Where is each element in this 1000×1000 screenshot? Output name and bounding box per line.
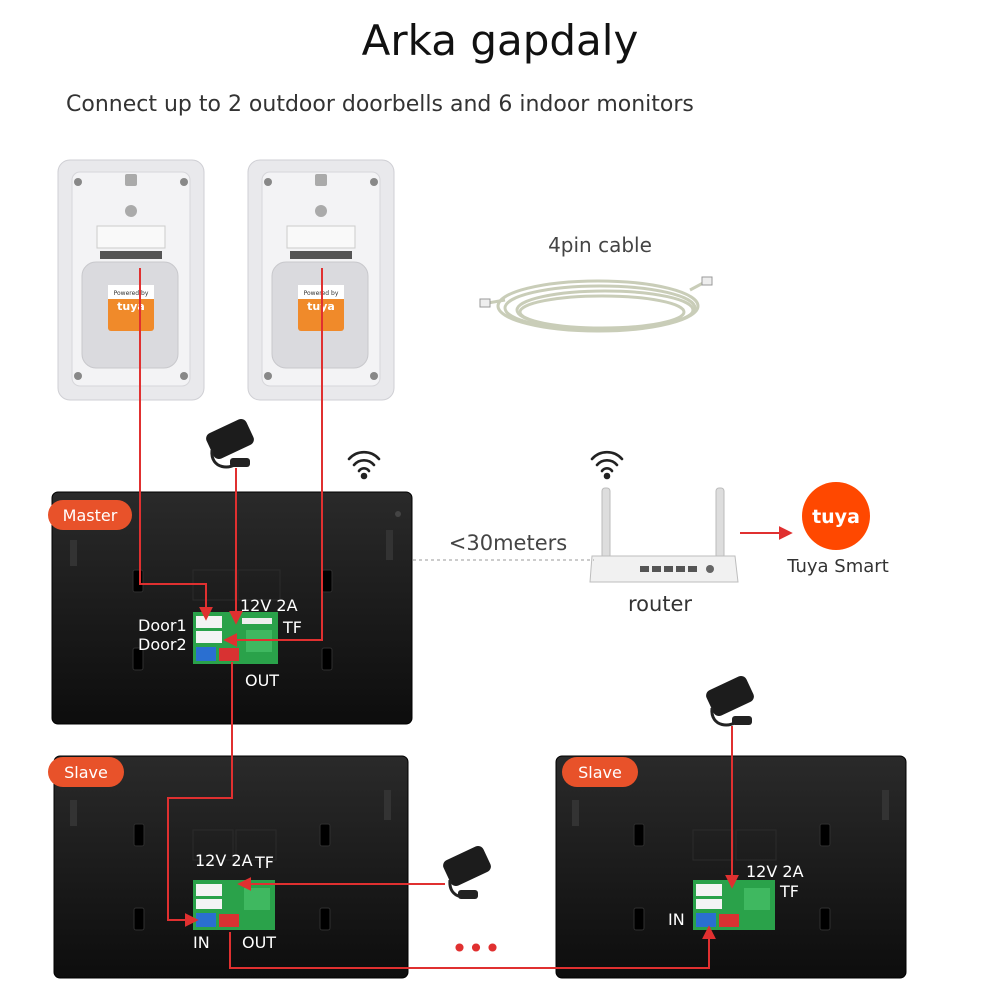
- wiring-lines: [139, 268, 739, 969]
- master-tf-label: TF: [282, 618, 302, 637]
- distance-label: <30meters: [449, 531, 567, 555]
- slave-right-power-label: 12V 2A: [746, 862, 804, 881]
- wifi-icon-master: [347, 450, 381, 480]
- wifi-icon-router: [590, 450, 624, 480]
- slave-left-connector-board: [193, 880, 275, 930]
- tuya-smart-label: Tuya Smart: [786, 556, 889, 577]
- doorbell-1-tuya-logo: tuya: [117, 300, 145, 313]
- router-icon: [589, 487, 739, 583]
- slave-right-in-label: IN: [668, 910, 685, 929]
- master-out-label: OUT: [245, 671, 279, 690]
- slave-right-connector-board: [693, 880, 775, 930]
- power-adapter-slave-right-icon: [706, 675, 754, 727]
- page-title: Arka gapdaly: [361, 16, 639, 65]
- slave-left-out-label: OUT: [242, 933, 276, 952]
- slave-left-power-label: 12V 2A: [195, 851, 253, 870]
- slave-right-badge-label: Slave: [578, 763, 622, 782]
- cable-coil-icon: [479, 276, 713, 333]
- slave-left-in-label: IN: [193, 933, 210, 952]
- master-door1-label: Door1: [138, 616, 187, 635]
- page-subtitle: Connect up to 2 outdoor doorbells and 6 …: [66, 92, 694, 117]
- master-door2-label: Door2: [138, 635, 187, 654]
- slave-right-badge: [562, 757, 638, 787]
- doorbell-1-back-panel: [57, 159, 205, 401]
- slave-left-tf-label: TF: [254, 853, 274, 872]
- slave-left-badge: [48, 757, 124, 787]
- more-monitors-indicator: •••: [451, 932, 501, 965]
- master-badge: [48, 500, 132, 530]
- doorbell-1-powered-by: Powered by: [114, 290, 149, 297]
- tuya-logo-icon: [802, 482, 870, 550]
- master-power-label: 12V 2A: [240, 596, 298, 615]
- slave-right-tf-label: TF: [779, 882, 799, 901]
- master-badge-label: Master: [63, 506, 118, 525]
- power-adapter-master-icon: [206, 418, 254, 469]
- cable-label: 4pin cable: [548, 233, 652, 257]
- slave-left-badge-label: Slave: [64, 763, 108, 782]
- power-adapter-slave-left-icon: [443, 845, 491, 899]
- router-label: router: [628, 592, 692, 616]
- tuya-logo-text: tuya: [812, 506, 860, 528]
